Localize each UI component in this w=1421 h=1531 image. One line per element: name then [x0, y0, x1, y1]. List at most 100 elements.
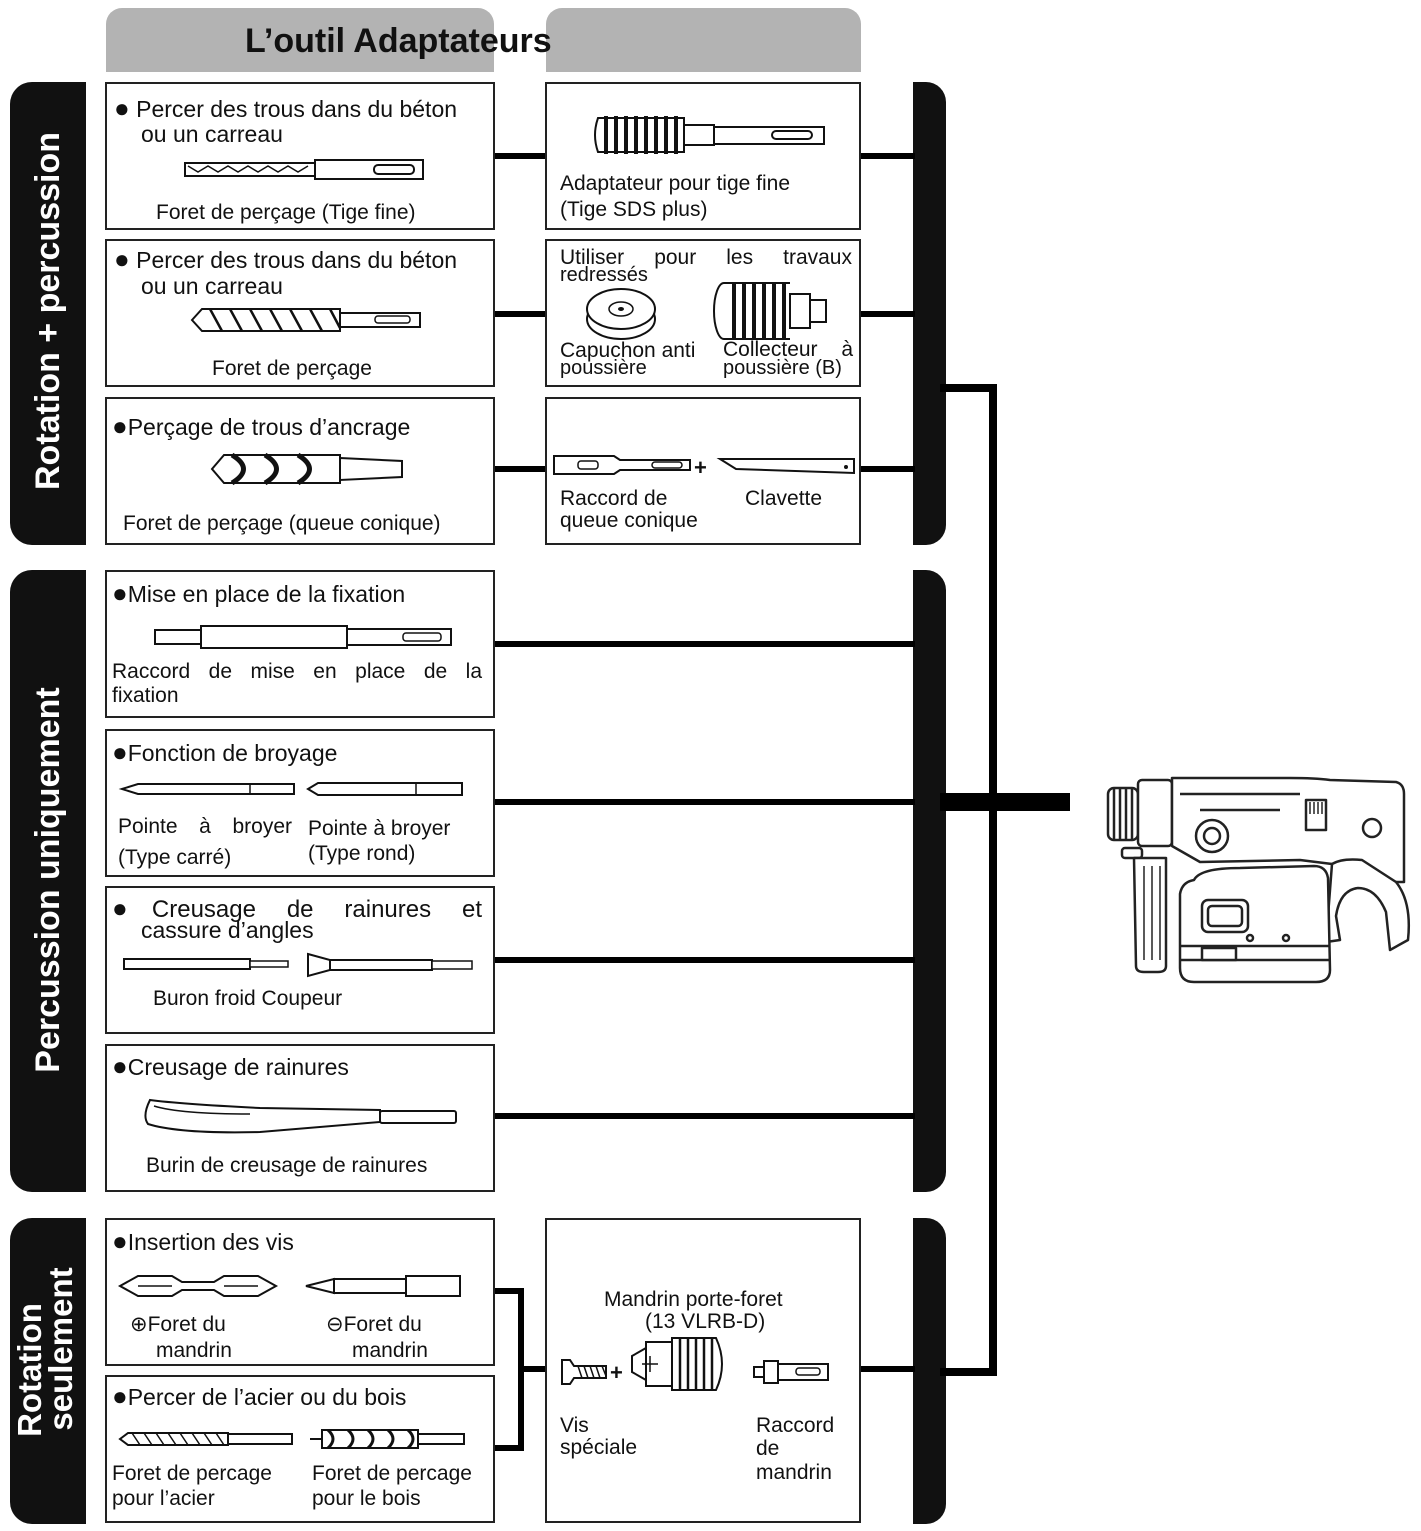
link-r89-to-chuck — [518, 1366, 546, 1372]
chuck-adapter-label: Raccord — [756, 1414, 835, 1437]
link-r1-b — [861, 153, 915, 159]
phillips-bit-icon — [117, 1275, 279, 1297]
sds-adapter-icon — [594, 116, 825, 154]
section-label-rotation-percussion: Rotation + percussion — [29, 132, 67, 490]
minus-circle-icon: ⊖ — [326, 1313, 344, 1336]
adapter-label-r1: Adaptateur pour tige fine — [560, 172, 790, 195]
wedge-key-label: Clavette — [745, 487, 823, 510]
tool-a-label-r8: ⊕Foret du — [130, 1313, 226, 1336]
section-bar-rotation — [10, 1218, 86, 1524]
tool-a-label-r9-line2: pour l’acier — [112, 1487, 215, 1510]
link-r9-h — [494, 1445, 524, 1451]
link-r1-a — [494, 153, 546, 159]
task-r8: ●Insertion des vis — [112, 1226, 294, 1256]
taper-adapter-icon — [553, 455, 691, 475]
header-title: L’outil Adaptateurs — [245, 22, 552, 60]
plus-r3: + — [694, 455, 707, 480]
chuck-adapter-icon — [753, 1360, 829, 1384]
dust-cap-icon — [586, 288, 656, 340]
special-screw-label-line2: spéciale — [560, 1436, 638, 1459]
chuck-title-line2: (13 VLRB-D) — [645, 1310, 766, 1333]
task-r1: ● Percer des trous dans du béton — [114, 93, 458, 123]
task-r1-line2: ou un carreau — [141, 121, 283, 147]
cold-chisel-icon — [123, 958, 289, 970]
anchor-setting-tool-icon — [154, 625, 452, 649]
chuck-adapter-label-line3: mandrin — [756, 1461, 832, 1484]
special-screw-label: Vis — [560, 1414, 589, 1437]
sds-drill-bit-icon — [184, 159, 424, 180]
task-r6-line2: cassure d’angles — [141, 917, 314, 943]
tool-b-label-r8-line2: mandrin — [352, 1339, 428, 1362]
adapter-note-r2: Utiliser pour les travaux — [560, 246, 852, 269]
taper-adapter-label: Raccord de — [560, 487, 668, 510]
tool-a-label-r5: Pointe à broyer — [118, 815, 292, 838]
tool-box-r9 — [105, 1375, 495, 1523]
link-chuck-right — [861, 1366, 915, 1372]
dust-cap-label: Capuchon anti — [560, 339, 696, 362]
link-r3-b — [861, 466, 915, 472]
tool-b-label-r5-line2: (Type rond) — [308, 842, 416, 865]
steel-drill-bit-icon — [118, 1432, 293, 1446]
connector-to-hammer — [940, 793, 1070, 811]
tool-label-r6: Buron froid Coupeur — [153, 987, 343, 1010]
dust-cap-label-line2: poussière — [560, 357, 647, 379]
adapter-note-r2-line2: redressés — [560, 264, 648, 286]
tool-box-r5 — [105, 729, 495, 877]
link-r4 — [494, 641, 915, 647]
header-tab-tool — [106, 8, 494, 72]
tool-label-r7: Burin de creusage de rainures — [146, 1154, 428, 1177]
bracket-rotation-percussion — [913, 82, 946, 545]
cutter-chisel-icon — [307, 952, 473, 978]
chuck-adapter-label-line2: de — [756, 1437, 780, 1460]
drill-bit-icon — [190, 308, 421, 332]
link-r3-a — [494, 466, 546, 472]
tool-label-r2: Foret de perçage — [212, 357, 372, 380]
section-label-rotation-2: seulement — [42, 1267, 79, 1431]
adapter-label-r1-line2: (Tige SDS plus) — [560, 198, 708, 221]
link-r7 — [494, 1113, 915, 1119]
link-r2-b — [861, 311, 915, 317]
link-r5 — [494, 799, 915, 805]
tool-b-label-r9-line2: pour le bois — [312, 1487, 421, 1510]
task-r6: ●Creusage de rainures et — [112, 893, 482, 923]
task-r2: ● Percer des trous dans du béton — [114, 244, 458, 274]
section-bar-rotation-percussion — [10, 82, 86, 545]
tool-box-r1 — [105, 82, 495, 230]
bracket-percussion — [913, 570, 946, 1192]
link-r6 — [494, 957, 915, 963]
dust-collector-label-line2: poussière (B) — [723, 357, 842, 379]
dust-collector-icon — [713, 282, 827, 340]
gouge-chisel-icon — [144, 1098, 457, 1134]
section-bar-percussion — [10, 570, 86, 1192]
connector-main-vertical — [989, 384, 997, 1376]
taper-adapter-label-line2: queue conique — [560, 509, 698, 532]
drill-chuck-icon — [631, 1337, 723, 1391]
plus-chuck: + — [610, 1360, 623, 1385]
header-tab-adapters — [546, 8, 861, 72]
tool-b-label-r5: Pointe à broyer — [308, 817, 451, 840]
wood-drill-bit-icon — [310, 1428, 465, 1450]
tool-label-r3: Foret de perçage (queue conique) — [123, 512, 441, 535]
tool-a-label-r5-line2: (Type carré) — [118, 846, 232, 869]
tool-a-label-r8-line2: mandrin — [156, 1339, 232, 1362]
tool-label-r1: Foret de perçage (Tige fine) — [156, 201, 416, 224]
task-r9: ●Percer de l’acier ou du bois — [112, 1381, 407, 1411]
connector-top — [940, 384, 997, 392]
bull-point-round-icon — [306, 782, 463, 796]
link-r8-h — [494, 1288, 524, 1294]
task-r5: ●Fonction de broyage — [112, 737, 338, 767]
task-r7: ●Creusage de rainures — [112, 1051, 349, 1081]
slotted-bit-icon — [305, 1275, 461, 1297]
chuck-title: Mandrin porte-foret — [604, 1288, 783, 1311]
wedge-key-icon — [716, 458, 855, 475]
special-screw-icon — [561, 1359, 607, 1385]
bull-point-square-icon — [118, 783, 295, 795]
link-r2-a — [494, 311, 546, 317]
task-r3: ●Perçage de trous d’ancrage — [112, 411, 411, 441]
tool-b-label-r9: Foret de percage — [312, 1462, 472, 1485]
taper-drill-bit-icon — [210, 452, 403, 486]
adapter-box-r1 — [545, 82, 861, 230]
tool-label-r4: Raccord de mise en place de la — [112, 660, 482, 683]
connector-bottom — [940, 1368, 997, 1376]
rotary-hammer-icon — [1106, 776, 1410, 984]
